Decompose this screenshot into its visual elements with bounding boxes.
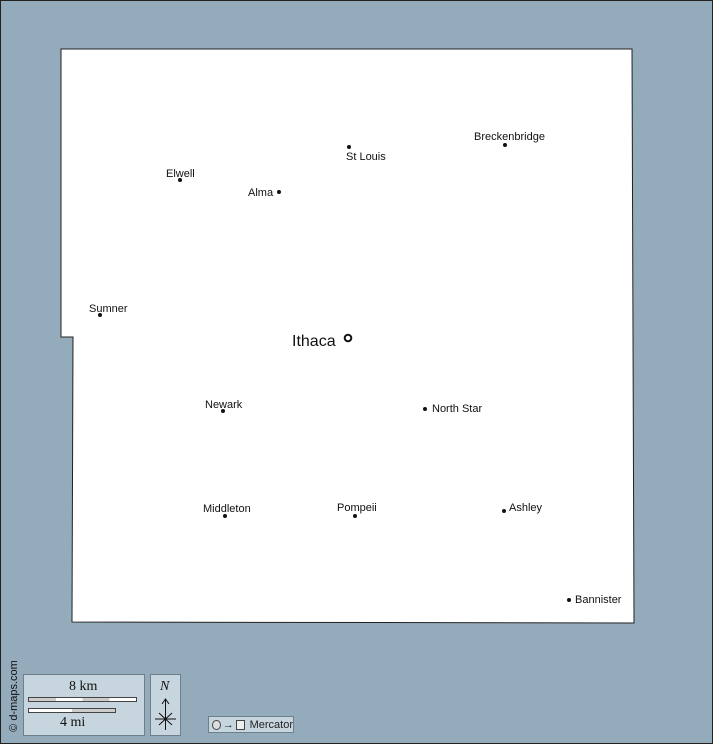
place-label: Elwell — [166, 168, 195, 180]
place-dot — [353, 514, 357, 518]
place-label: Newark — [205, 399, 243, 411]
place-label: Alma — [248, 187, 274, 199]
compass-icon — [155, 698, 176, 730]
place-label: Ashley — [509, 502, 543, 514]
place-pompeii[interactable]: Pompeii — [337, 502, 377, 518]
scale-km-bar — [28, 697, 137, 702]
scale-bar: 8 km 4 mi — [23, 674, 145, 736]
circle-icon — [212, 719, 221, 730]
place-dot — [502, 509, 506, 513]
projection-label: Mercator — [249, 718, 293, 731]
scale-km-label: 8 km — [69, 679, 98, 694]
place-label: St Louis — [346, 151, 386, 163]
place-bannister[interactable]: Bannister — [567, 594, 622, 606]
capital-marker — [343, 333, 353, 343]
scale-mi-bar — [28, 708, 116, 713]
projection-badge: → Mercator — [208, 716, 294, 733]
place-dot — [221, 409, 225, 413]
place-newark[interactable]: Newark — [205, 399, 243, 413]
place-st-louis[interactable]: St Louis — [346, 145, 386, 163]
place-alma[interactable]: Alma — [248, 187, 281, 199]
place-dot — [503, 143, 507, 147]
north-label: N — [160, 679, 170, 694]
place-label: North Star — [432, 403, 482, 415]
place-dot — [178, 178, 182, 182]
place-dot — [277, 190, 281, 194]
place-sumner[interactable]: Sumner — [89, 303, 128, 317]
place-label: Pompeii — [337, 502, 377, 514]
place-dot — [98, 313, 102, 317]
place-label: Sumner — [89, 303, 128, 315]
place-dot — [423, 407, 427, 411]
place-breckenbridge[interactable]: Breckenbridge — [474, 131, 545, 147]
square-icon — [235, 719, 245, 730]
place-north-star[interactable]: North Star — [423, 403, 482, 415]
place-ithaca[interactable]: Ithaca — [292, 333, 353, 350]
place-ashley[interactable]: Ashley — [502, 502, 543, 514]
place-dot — [567, 598, 571, 602]
arrow-icon: → — [222, 718, 234, 731]
place-dot — [347, 145, 351, 149]
place-label: Middleton — [203, 503, 251, 515]
capital-label: Ithaca — [292, 333, 336, 350]
place-label: Breckenbridge — [474, 131, 545, 143]
copyright: © d-maps.com — [7, 660, 20, 732]
place-elwell[interactable]: Elwell — [166, 168, 195, 182]
north-arrow: N — [150, 674, 181, 736]
place-label: Bannister — [575, 594, 622, 606]
scale-mi-label: 4 mi — [60, 715, 86, 730]
place-middleton[interactable]: Middleton — [203, 503, 251, 518]
place-dot — [223, 514, 227, 518]
